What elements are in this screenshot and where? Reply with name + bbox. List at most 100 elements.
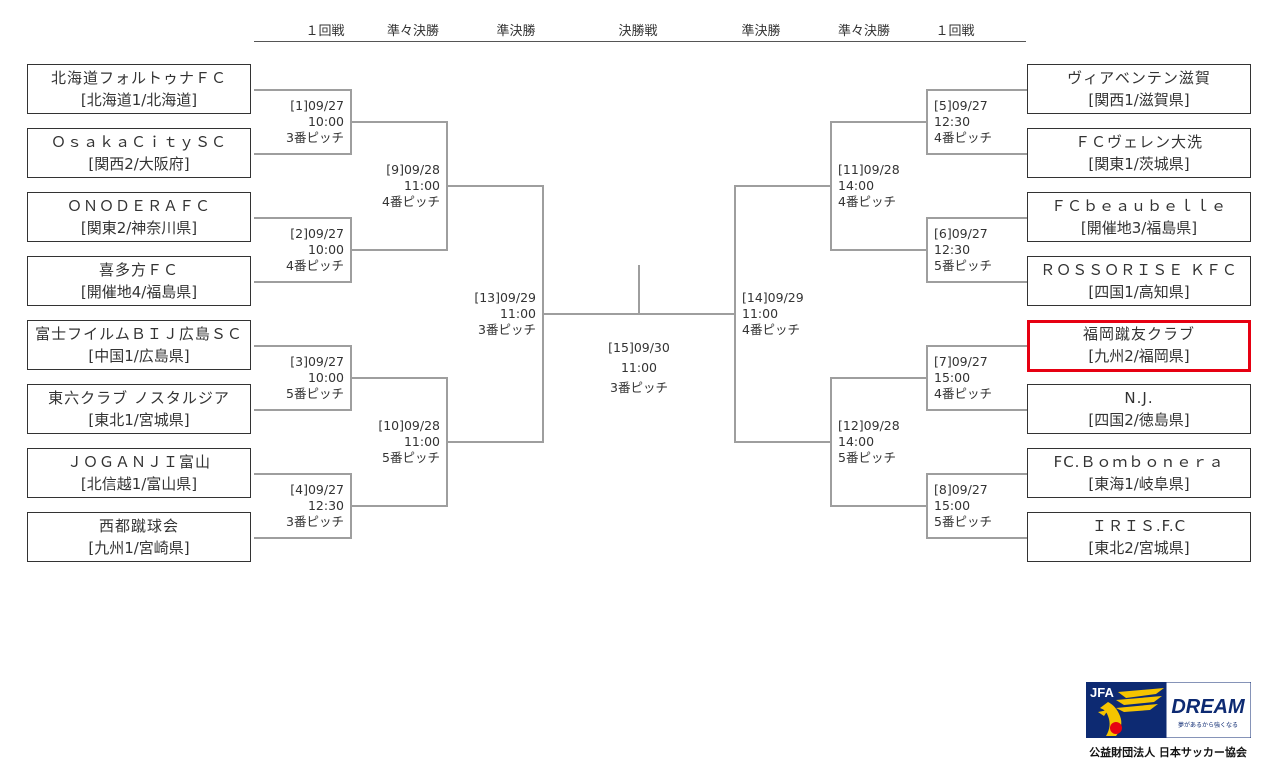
- match-info-9: [9]09/28 11:00 4番ピッチ: [340, 162, 440, 210]
- bracket-line: [926, 217, 1027, 219]
- team-region: [関西2/大阪府]: [88, 155, 190, 173]
- bracket-line: [254, 537, 350, 539]
- bracket-line-final-stem: [638, 265, 640, 313]
- team-name: 喜多方ＦＣ: [98, 261, 179, 279]
- match-time: 10:00: [307, 114, 344, 129]
- match-time: 15:00: [934, 370, 971, 385]
- match-pitch: 3番ピッチ: [478, 322, 536, 337]
- bracket-line: [926, 345, 928, 411]
- team-name: 東六クラブ ノスタルジア: [48, 389, 230, 407]
- team-region: [九州2/福岡県]: [1088, 347, 1190, 365]
- team-box-right-1: ヴィアベンテン滋賀 [関西1/滋賀県]: [1027, 64, 1251, 114]
- team-box-right-2: ＦＣヴェレン大洗 [関東1/茨城県]: [1027, 128, 1251, 178]
- match-info-3: [3]09/27 10:00 5番ピッチ: [244, 354, 344, 402]
- ball-icon: [1110, 722, 1122, 734]
- team-region: [九州1/宮崎県]: [88, 539, 190, 557]
- bracket-line: [926, 537, 1027, 539]
- team-region: [東海1/岐阜県]: [1088, 475, 1190, 493]
- team-box-right-6: N.J. [四国2/徳島県]: [1027, 384, 1251, 434]
- bracket-line-final: [542, 313, 736, 315]
- match-info-12: [12]09/28 14:00 5番ピッチ: [838, 418, 938, 466]
- header-round1-right: １回戦: [935, 24, 975, 39]
- team-box-left-3: ＯＮＯＤＥＲＡＦＣ[関東2/神奈川県]: [27, 192, 251, 242]
- team-name: ＦＣヴェレン大洗: [1074, 133, 1203, 151]
- match-label: [13]09/29: [474, 290, 536, 305]
- match-label: [8]09/27: [934, 482, 988, 497]
- match-time: 11:00: [499, 306, 536, 321]
- bracket-line: [254, 89, 350, 91]
- team-box-right-4: ＲＯＳＳＯＲＩＳＥ ＫＦＣ [四国1/高知県]: [1027, 256, 1251, 306]
- team-region: [開催地4/福島県]: [80, 283, 198, 301]
- bracket-line: [926, 217, 928, 283]
- logo-dream-text: DREAM: [1171, 696, 1246, 718]
- match-info-13: [13]09/29 11:00 3番ピッチ: [436, 290, 536, 338]
- team-region: [開催地3/福島県]: [1080, 219, 1198, 237]
- team-name: 西都蹴球会: [98, 517, 179, 535]
- match-label: [3]09/27: [290, 354, 344, 369]
- team-box-right-3: ＦＣｂｅａｕｂｅｌｌｅ [開催地3/福島県]: [1027, 192, 1251, 242]
- match-time: 15:00: [934, 498, 971, 513]
- team-box-right-5-highlighted: 福岡蹴友クラブ [九州2/福岡県]: [1027, 320, 1251, 372]
- bracket-line: [830, 377, 928, 379]
- team-box-right-8: ＩＲＩＳ.F.C[東北2/宮城県]: [1027, 512, 1251, 562]
- match-pitch: 5番ピッチ: [382, 450, 440, 465]
- jfa-dream-logo: JFA DREAM 夢があるから強くなる: [1086, 682, 1251, 738]
- match-pitch: 3番ピッチ: [286, 514, 344, 529]
- header-quarterfinal-right: 準々決勝: [837, 24, 890, 39]
- team-name: ＦＣｂｅａｕｂｅｌｌｅ: [1050, 197, 1227, 215]
- match-pitch: 3番ピッチ: [610, 380, 668, 395]
- bracket-line: [254, 281, 350, 283]
- team-region: [関東1/茨城県]: [1088, 155, 1190, 173]
- bracket-line: [734, 185, 736, 443]
- team-name: ヴィアベンテン滋賀: [1067, 69, 1211, 87]
- team-region: [関西1/滋賀県]: [1088, 91, 1190, 109]
- org-name: 公益財団法人 日本サッカー協会: [1089, 746, 1247, 759]
- team-region: [北海道1/北海道]: [80, 91, 198, 109]
- team-box-left-6: 東六クラブ ノスタルジア[東北1/宮城県]: [27, 384, 251, 434]
- bracket-line: [926, 345, 1027, 347]
- match-label: [14]09/29: [742, 290, 804, 305]
- match-time: 10:00: [307, 370, 344, 385]
- bracket-line: [350, 249, 446, 251]
- team-name: ＯｓａｋａＣｉｔｙＳＣ: [50, 133, 227, 151]
- match-time: 11:00: [620, 360, 658, 375]
- bracket-line: [734, 185, 830, 187]
- bracket-line: [830, 121, 832, 251]
- match-info-6: [6]09/27 12:30 5番ピッチ: [934, 226, 1024, 274]
- match-time: 14:00: [838, 434, 875, 449]
- team-name: FC.Ｂｏｍｂｏｎｅｒａ: [1053, 453, 1225, 471]
- team-box-left-4: 喜多方ＦＣ [開催地4/福島県]: [27, 256, 251, 306]
- match-time: 12:30: [934, 114, 971, 129]
- match-time: 12:30: [307, 498, 344, 513]
- match-info-14: [14]09/29 11:00 4番ピッチ: [742, 290, 842, 338]
- team-name: 北海道フォルトゥナＦＣ: [50, 69, 227, 87]
- team-name: ＯＮＯＤＥＲＡＦＣ: [66, 197, 211, 215]
- bracket-line: [926, 281, 1027, 283]
- bracket-line: [254, 345, 350, 347]
- match-info-2: [2]09/27 10:00 4番ピッチ: [244, 226, 344, 274]
- team-name: 富士フイルムＢＩＪ広島ＳＣ: [35, 325, 243, 343]
- bracket-line: [926, 409, 1027, 411]
- team-name: 福岡蹴友クラブ: [1082, 325, 1195, 343]
- header-divider: [254, 41, 1026, 42]
- bracket-line: [254, 153, 350, 155]
- team-name: N.J.: [1124, 389, 1154, 407]
- match-label: [11]09/28: [838, 162, 900, 177]
- header-quarterfinal-left: 準々決勝: [386, 24, 439, 39]
- match-info-10: [10]09/28 11:00 5番ピッチ: [340, 418, 440, 466]
- match-label: [12]09/28: [838, 418, 900, 433]
- team-region: [四国2/徳島県]: [1088, 411, 1190, 429]
- team-region: [四国1/高知県]: [1088, 283, 1190, 301]
- match-info-8: [8]09/27 15:00 5番ピッチ: [934, 482, 1024, 530]
- header-final: 決勝戦: [618, 24, 658, 39]
- header-semifinal-left: 準決勝: [496, 24, 536, 39]
- bracket-line: [830, 377, 832, 507]
- bracket-line: [350, 121, 446, 123]
- match-info-5: [5]09/27 12:30 4番ピッチ: [934, 98, 1024, 146]
- match-info-7: [7]09/27 15:00 4番ピッチ: [934, 354, 1024, 402]
- team-region: [東北2/宮城県]: [1088, 539, 1190, 557]
- team-name: ＲＯＳＳＯＲＩＳＥ ＫＦＣ: [1040, 261, 1238, 279]
- match-label: [2]09/27: [290, 226, 344, 241]
- bracket-line: [926, 89, 1027, 91]
- match-info-11: [11]09/28 14:00 4番ピッチ: [838, 162, 938, 210]
